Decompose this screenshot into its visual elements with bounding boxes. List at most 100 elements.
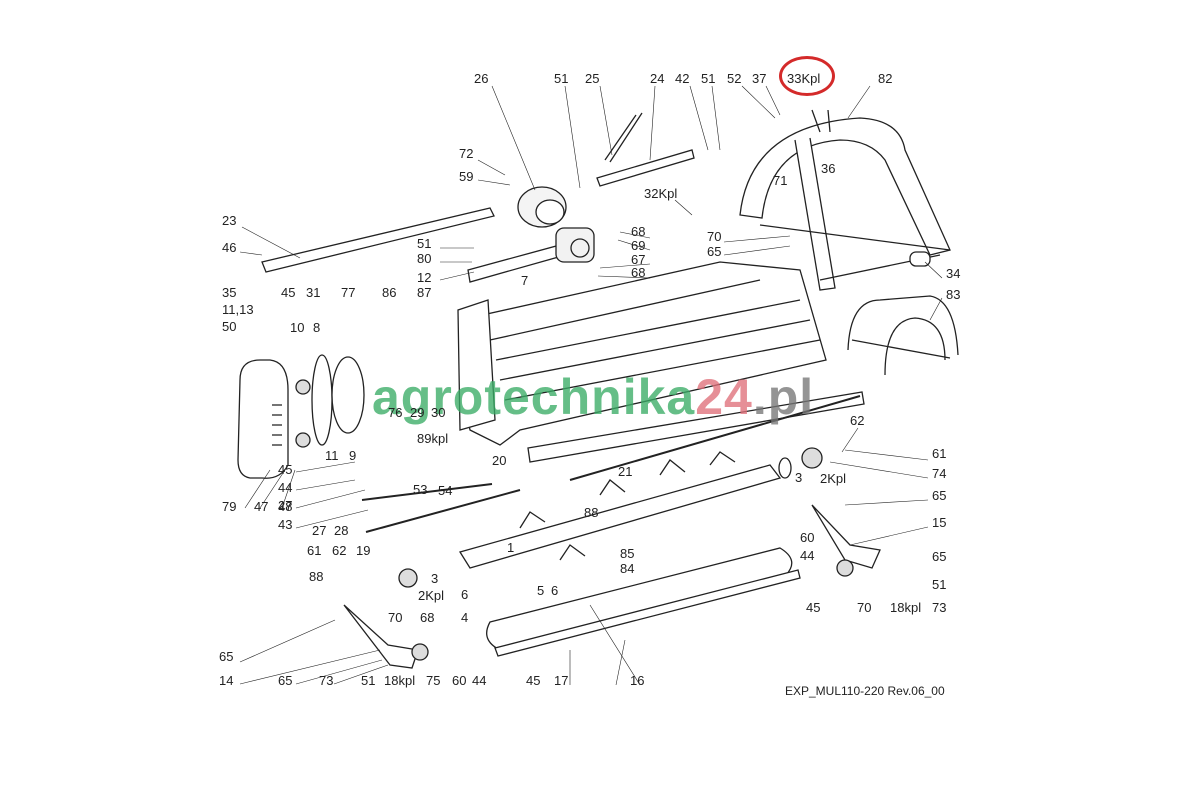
part-label: 59	[459, 169, 474, 184]
part-label: 73	[932, 600, 947, 615]
part-label: 70	[707, 229, 722, 244]
part-label: 51	[417, 236, 432, 251]
part-label: 65	[932, 549, 947, 564]
part-label: 67	[631, 252, 646, 267]
part-label: 30	[431, 405, 446, 420]
part-label: 77	[341, 285, 356, 300]
frame-83	[847, 295, 959, 376]
watermark-text: agrotechnika	[372, 369, 696, 425]
part-label: 68	[631, 224, 646, 239]
pulley-8	[331, 356, 365, 434]
part-label: 61	[932, 446, 947, 461]
part-label: 52	[727, 71, 742, 86]
watermark: agrotechnika24.pl	[372, 368, 814, 426]
knife-bar-27	[361, 483, 521, 533]
gearbox-7	[467, 244, 563, 283]
side-plate-15	[811, 504, 881, 569]
part-label: 25	[585, 71, 600, 86]
part-label: 53	[413, 482, 428, 497]
part-label: 16	[630, 673, 645, 688]
part-label: 68	[631, 265, 646, 280]
roller-16	[486, 547, 793, 651]
part-label: 27	[312, 523, 327, 538]
part-label: 45	[281, 285, 296, 300]
part-label: 74	[932, 466, 947, 481]
part-label: 43	[278, 517, 293, 532]
part-label: 45	[278, 462, 293, 477]
part-label: 4	[461, 610, 469, 625]
part-label: 51	[554, 71, 569, 86]
part-label: 19	[356, 543, 371, 558]
part-label: 51	[701, 71, 716, 86]
part-label: 6	[551, 583, 559, 598]
part-label: 79	[222, 499, 237, 514]
part-label: 80	[417, 251, 432, 266]
cylinder-24	[596, 149, 695, 187]
frame-82	[739, 117, 951, 256]
part-label: 45	[806, 600, 821, 615]
part-label: 70	[857, 600, 872, 615]
part-label: 46	[222, 240, 237, 255]
part-label: 11	[325, 448, 339, 463]
part-label: 44	[800, 548, 815, 563]
part-label: 89kpl	[417, 431, 449, 446]
part-label: 3	[431, 571, 439, 586]
part-label: 27	[278, 498, 293, 513]
part-label: 51	[361, 673, 376, 688]
part-label: 65	[219, 649, 234, 664]
part-label: 48	[278, 499, 293, 514]
part-label: 71	[773, 173, 788, 188]
part-label: 6	[461, 587, 469, 602]
watermark-domain: .pl	[752, 369, 815, 425]
part-label: 61	[307, 543, 322, 558]
part-label: 88	[584, 505, 599, 520]
part-label: 29	[410, 405, 425, 420]
part-label: 34	[946, 266, 961, 281]
part-label: 26	[474, 71, 489, 86]
part-label: 14	[219, 673, 234, 688]
part-label: 50	[222, 319, 237, 334]
part-label: 21	[618, 464, 633, 479]
part-label: 17	[554, 673, 569, 688]
part-label: 31	[306, 285, 321, 300]
part-label: 2Kpl	[418, 588, 445, 603]
part-label: 84	[620, 561, 635, 576]
part-label: 86	[382, 285, 397, 300]
part-label: 32Kpl	[644, 186, 678, 201]
diagram-code: EXP_MUL110-220 Rev.06_00	[785, 684, 945, 698]
part-label: 88	[309, 569, 324, 584]
part-label: 65	[932, 488, 947, 503]
leader-lines	[239, 85, 943, 686]
part-label: 65	[707, 244, 722, 259]
part-label: 7	[521, 273, 529, 288]
part-label: 23	[222, 213, 237, 228]
part-label: 5	[537, 583, 545, 598]
part-label: 44	[278, 480, 293, 495]
part-label: 36	[821, 161, 836, 176]
part-label: 62	[332, 543, 347, 558]
part-label: 47	[254, 499, 269, 514]
belt-10	[311, 354, 333, 446]
part-label: 45	[526, 673, 541, 688]
part-label: 62	[850, 413, 865, 428]
part-label: 87	[417, 285, 432, 300]
part-label: 68	[420, 610, 435, 625]
shaft-23	[261, 207, 495, 273]
part-label: 51	[932, 577, 947, 592]
watermark-number: 24	[695, 369, 753, 425]
part-label: 18kpl	[890, 600, 922, 615]
part-label: 44	[472, 673, 487, 688]
part-label: 54	[438, 483, 453, 498]
part-label: 18kpl	[384, 673, 416, 688]
belt-cover-50	[237, 359, 289, 479]
highlight-circle	[779, 56, 835, 96]
part-label: 11,13	[222, 302, 254, 317]
part-label: 9	[349, 448, 357, 463]
part-label: 82	[878, 71, 893, 86]
part-label: 76	[388, 405, 403, 420]
part-label: 70	[388, 610, 403, 625]
rotor-1	[458, 464, 782, 569]
part-label: 20	[492, 453, 507, 468]
part-label: 65	[278, 673, 293, 688]
